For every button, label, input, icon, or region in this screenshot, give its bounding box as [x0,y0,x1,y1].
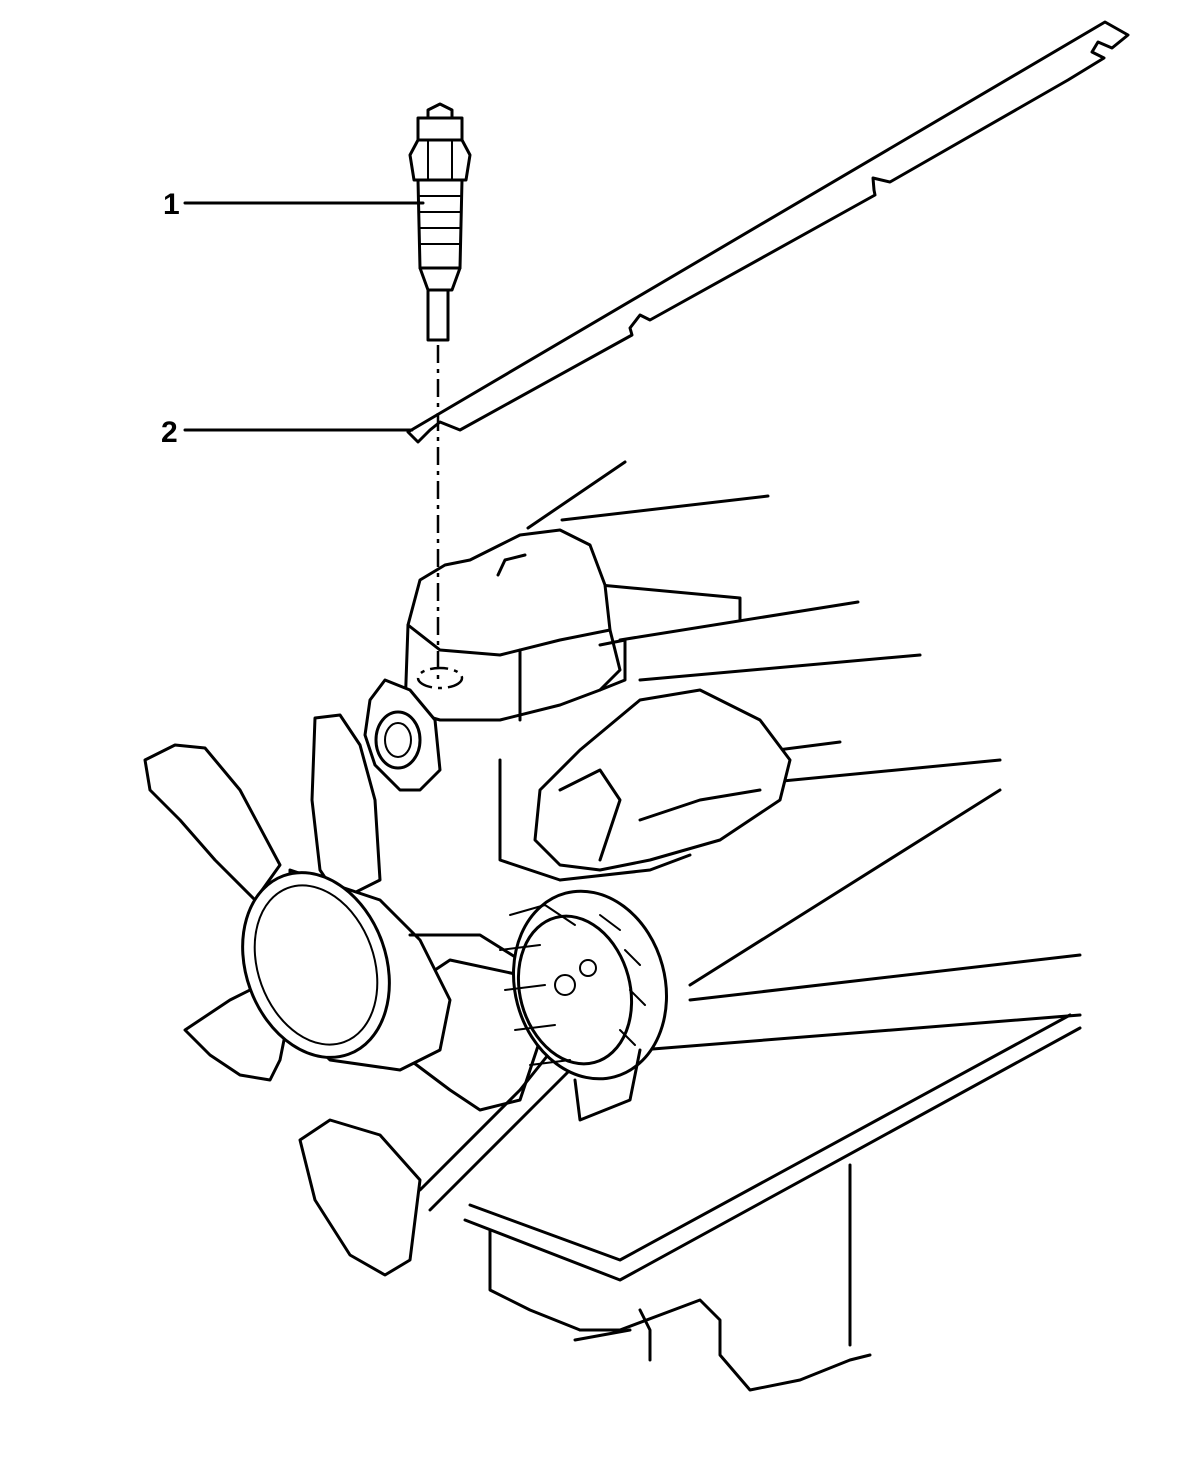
alternator [499,889,669,1122]
callout-1-label: 1 [163,188,180,221]
glow-plug-connector-strip [406,20,1130,444]
water-outlet [363,678,442,792]
cylinder-head-cover [403,528,627,722]
callout-2-label: 2 [161,416,178,449]
cooling-fan [143,713,582,1277]
intake-pipe [533,688,792,872]
glow-plug [408,102,472,342]
